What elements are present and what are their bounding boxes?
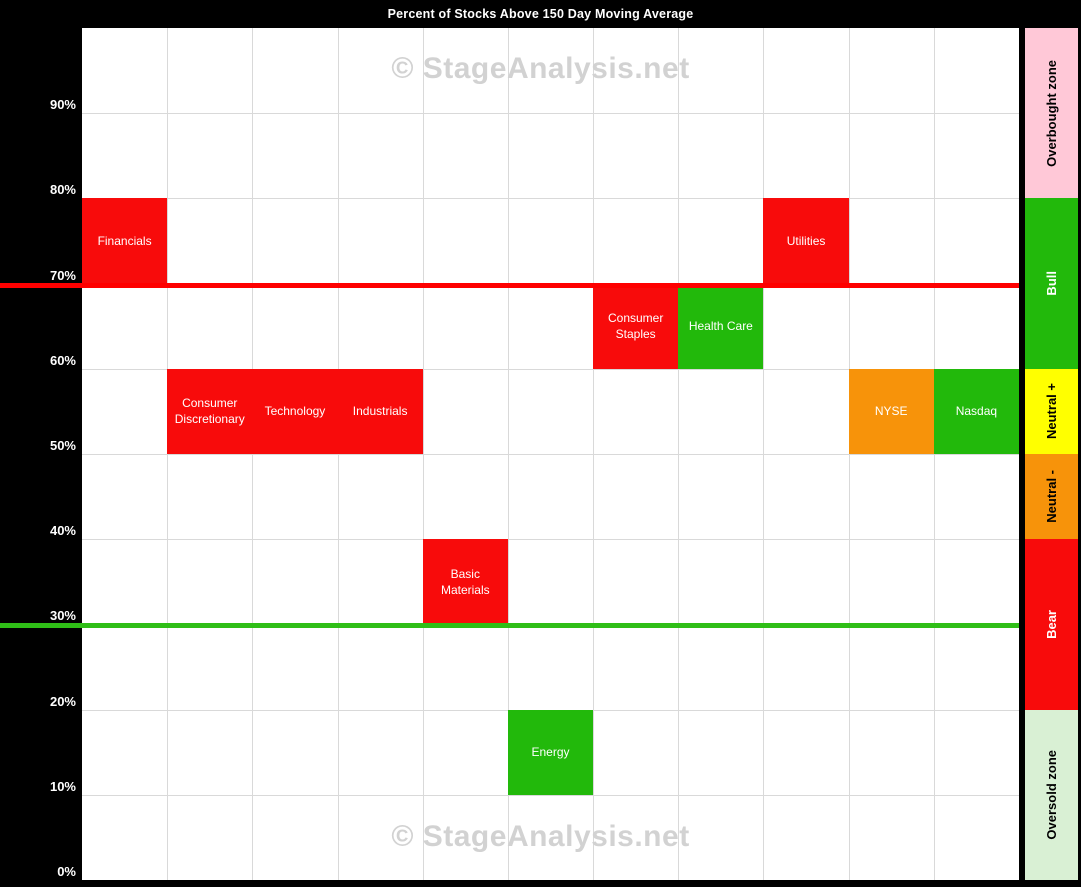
y-tick-20: 20%	[49, 693, 76, 709]
sector-box-utilities: Utilities	[763, 198, 849, 284]
sector-box-health-care: Health Care	[678, 283, 764, 369]
y-tick-70: 70%	[49, 267, 76, 283]
v-gridline-1	[167, 28, 169, 880]
v-gridline-5	[507, 28, 509, 880]
h-gridline-50	[82, 454, 1019, 455]
y-tick-90: 90%	[49, 97, 76, 113]
zone-overbought-zone: Overbought zone	[1025, 28, 1078, 199]
sector-box-consumer-staples: Consumer Staples	[593, 283, 679, 369]
sector-box-energy: Energy	[507, 709, 594, 795]
y-tick-0: 0%	[57, 864, 76, 879]
zone-bear: Bear	[1025, 539, 1078, 710]
h-gridline-60	[82, 368, 1019, 370]
y-tick-50: 50%	[49, 438, 76, 453]
y-tick-30: 30%	[49, 608, 76, 624]
zone-neutral: Neutral +	[1025, 368, 1078, 454]
v-gridline-3	[337, 28, 339, 880]
v-gridline-4	[422, 28, 424, 880]
threshold-line-30	[0, 623, 1019, 629]
sector-box-technology: Technology	[252, 368, 338, 454]
y-tick-10: 10%	[49, 778, 76, 794]
zone-label-neutral: Neutral +	[1044, 383, 1059, 440]
h-gridline-10	[82, 794, 1019, 796]
zone-neutral: Neutral -	[1025, 454, 1078, 540]
watermark-top: © StageAnalysis.net	[391, 52, 690, 85]
zone-label-bear: Bear	[1044, 609, 1059, 639]
sector-box-financials: Financials	[82, 198, 168, 284]
y-tick-60: 60%	[49, 352, 76, 368]
v-gridline-7	[678, 28, 680, 880]
zone-oversold-zone: Oversold zone	[1025, 709, 1078, 880]
sector-box-nasdaq: Nasdaq	[933, 368, 1019, 454]
threshold-line-70	[0, 282, 1019, 288]
y-tick-80: 80%	[49, 182, 76, 198]
y-tick-40: 40%	[49, 523, 76, 539]
v-gridline-2	[252, 28, 254, 880]
v-gridline-9	[848, 28, 850, 880]
zone-label-bull: Bull	[1044, 271, 1059, 296]
zone-bull: Bull	[1025, 198, 1078, 369]
v-gridline-6	[593, 28, 595, 880]
sector-box-basic-materials: Basic Materials	[422, 539, 508, 625]
sector-box-nyse: NYSE	[848, 368, 934, 454]
v-gridline-10	[933, 28, 935, 880]
sector-box-consumer-discretionary: Consumer Discretionary	[167, 368, 253, 454]
sector-box-industrials: Industrials	[337, 368, 423, 454]
zone-label-neutral: Neutral -	[1044, 470, 1059, 523]
v-gridline-8	[763, 28, 765, 880]
chart-title: Percent of Stocks Above 150 Day Moving A…	[387, 7, 694, 21]
h-gridline-40	[82, 539, 1019, 541]
h-gridline-90	[82, 113, 1019, 115]
title-bar: Percent of Stocks Above 150 Day Moving A…	[0, 0, 1081, 28]
watermark-bottom: © StageAnalysis.net	[391, 820, 690, 853]
h-gridline-80	[82, 198, 1019, 200]
